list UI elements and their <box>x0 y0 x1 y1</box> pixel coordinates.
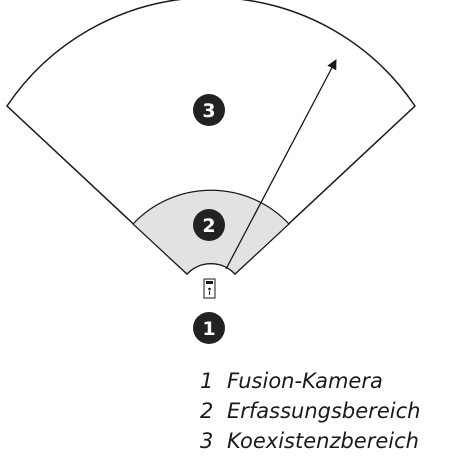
legend-number: 2 <box>200 399 214 423</box>
range-arrow <box>225 59 337 270</box>
legend-number: 1 <box>200 369 214 393</box>
legend-item-camera: 1 Fusion-Kamera <box>200 366 420 396</box>
callout-badge-1: 1 <box>193 312 225 344</box>
legend-label: Erfassungsbereich <box>227 399 421 423</box>
legend-item-detection: 2 Erfassungsbereich <box>200 396 420 426</box>
legend-label: Koexistenzbereich <box>227 429 419 453</box>
callout-2-label: 2 <box>202 215 215 237</box>
legend-item-coexistence: 3 Koexistenzbereich <box>200 426 420 456</box>
camera-icon <box>203 278 216 299</box>
legend: 1 Fusion-Kamera 2 Erfassungsbereich 3 Ko… <box>200 366 420 456</box>
callout-badge-2: 2 <box>193 209 225 241</box>
callout-1-label: 1 <box>202 318 215 340</box>
legend-number: 3 <box>200 429 214 453</box>
legend-label: Fusion-Kamera <box>227 369 383 393</box>
callout-badge-3: 3 <box>193 94 225 126</box>
callout-3-label: 3 <box>202 100 215 122</box>
